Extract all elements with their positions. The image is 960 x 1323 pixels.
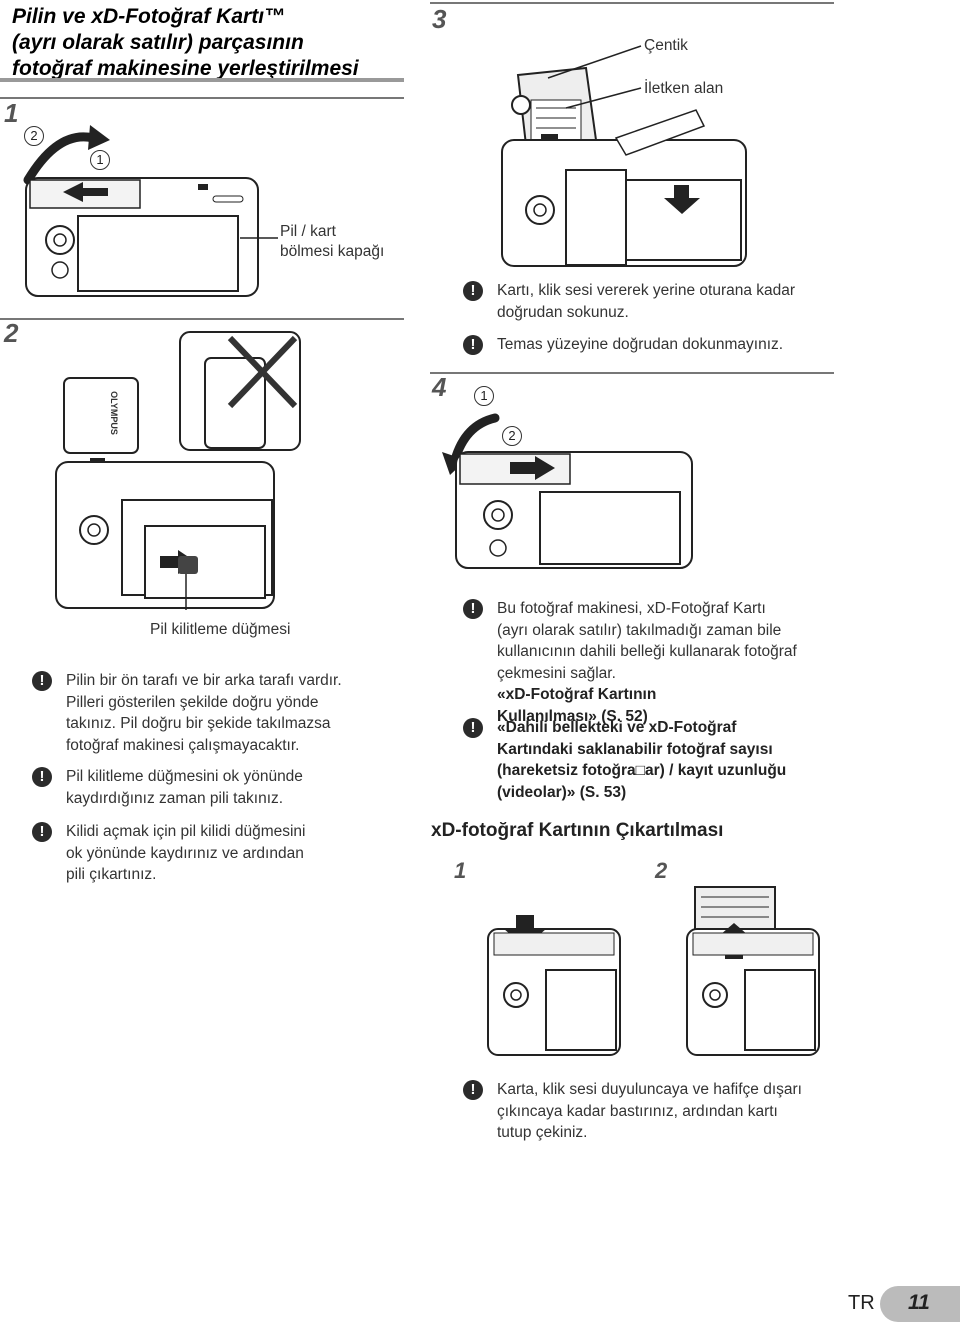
- card-insert-illustration: [501, 45, 747, 267]
- card-pull-illustration: [686, 886, 820, 1056]
- note-lock-remove: ! Kilidi açmak için pil kilidi düğmesini…: [32, 821, 396, 886]
- note-battery-orientation: ! Pilin bir ön tarafı ve bir arka tarafı…: [32, 670, 396, 756]
- step1-rule: [0, 97, 404, 99]
- xref-storable-count[interactable]: «Dahili bellekteki ve xD-Fotoğraf Kartın…: [497, 719, 787, 801]
- warning-icon: !: [463, 281, 483, 301]
- step-number-4: 4: [432, 372, 447, 402]
- warning-icon: !: [463, 1080, 483, 1100]
- callout-1: 1: [90, 150, 110, 170]
- title-line-2: (ayrı olarak satılır) parçasının: [12, 31, 304, 54]
- callout-2: 2: [502, 426, 522, 446]
- camera-close-door-illustration: [442, 413, 693, 569]
- note-card-removal: ! Karta, klik sesi duyuluncaya ve hafifç…: [463, 1079, 842, 1144]
- battery-brand-label: OLYMPUS: [108, 391, 119, 435]
- warning-icon: !: [32, 822, 52, 842]
- label-notch: Çentik: [644, 37, 688, 54]
- note-no-touch: ! Temas yüzeyine doğrudan dokunmayınız.: [463, 334, 837, 356]
- leader-line: [240, 237, 278, 239]
- step-number-2: 2: [4, 318, 19, 348]
- title-line-1: Pilin ve xD-Fotoğraf Kartı™: [12, 5, 286, 28]
- note-storable-count: ! «Dahili bellekteki ve xD-Fotoğraf Kart…: [463, 717, 837, 803]
- callout-2: 2: [24, 126, 44, 146]
- camera-open-door-illustration: [23, 125, 259, 297]
- battery-insert-illustration: [55, 331, 301, 610]
- title-line-3: fotoğraf makinesine yerleştirilmesi: [12, 57, 359, 80]
- step-number-3: 3: [432, 4, 447, 34]
- title-rule: [0, 78, 404, 82]
- step3-rule: [430, 2, 834, 4]
- warning-icon: !: [463, 718, 483, 738]
- language-code: TR: [848, 1292, 875, 1314]
- warning-icon: !: [463, 599, 483, 619]
- label-contact-area: İletken alan: [644, 80, 724, 97]
- note-card-click: ! Kartı, klik sesi vererek yerine oturan…: [463, 280, 837, 323]
- page-number: 11: [908, 1291, 930, 1314]
- page-title: Pilin ve xD-Fotoğraf Kartı™ (ayrı olarak…: [12, 4, 404, 82]
- note-lock-insert: ! Pil kilitleme düğmesini ok yönünde kay…: [32, 766, 396, 809]
- warning-icon: !: [463, 335, 483, 355]
- step2-rule: [0, 318, 404, 320]
- removal-step-1: 1: [454, 858, 467, 883]
- callout-1: 1: [474, 386, 494, 406]
- removal-step-2: 2: [655, 858, 668, 883]
- label-battery-door: Pil / kart bölmesi kapağı: [280, 223, 385, 260]
- label-battery-lock: Pil kilitleme düğmesi: [150, 621, 291, 638]
- step4-rule: [430, 372, 834, 374]
- warning-icon: !: [32, 671, 52, 691]
- note-internal-memory: ! Bu fotoğraf makinesi, xD-Fotoğraf Kart…: [463, 598, 837, 727]
- warning-icon: !: [32, 767, 52, 787]
- page-number-tab: 11: [880, 1286, 960, 1322]
- step-number-1: 1: [4, 98, 19, 128]
- xref-card-usage[interactable]: «xD-Fotoğraf Kartının Kullanılması» (S. …: [497, 686, 657, 725]
- removal-heading: xD-fotoğraf Kartının Çıkartılması: [431, 820, 724, 841]
- card-press-illustration: [487, 915, 621, 1056]
